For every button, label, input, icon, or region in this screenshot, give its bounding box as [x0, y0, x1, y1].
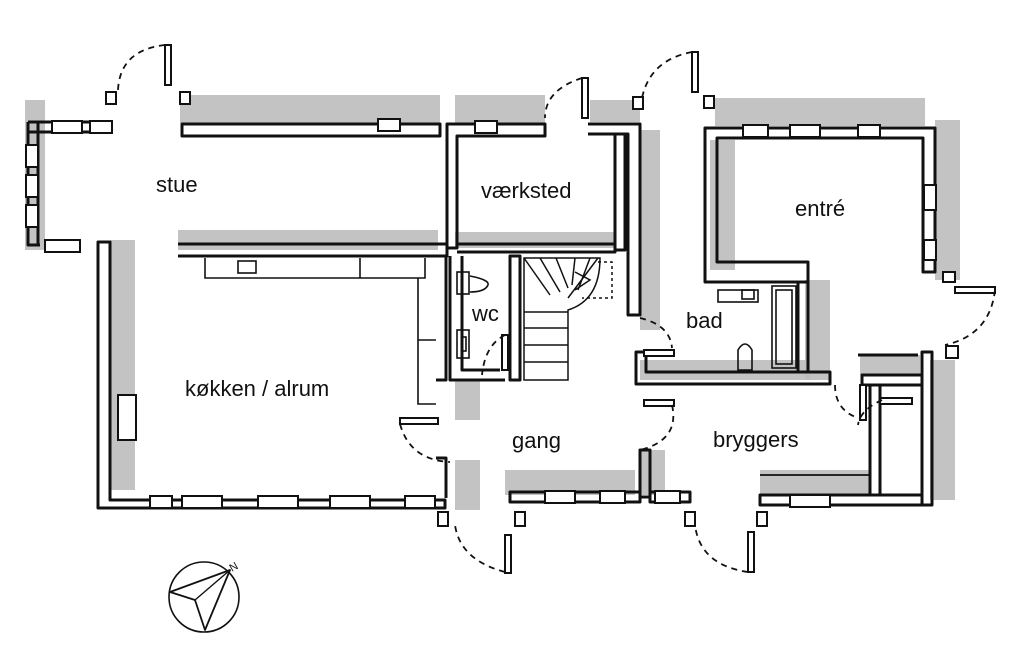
staircase	[523, 257, 613, 381]
room-label-stue: stue	[156, 172, 198, 197]
room-label-wc: wc	[471, 301, 499, 326]
north-arrow-ring	[168, 561, 240, 633]
windows	[25, 118, 937, 509]
room-label-gang: gang	[512, 428, 561, 453]
north-arrow: N	[168, 560, 240, 633]
room-label-vaerksted: værksted	[481, 178, 571, 203]
doors	[105, 44, 996, 574]
room-labels: stue værksted entré wc bad køkken / alru…	[156, 172, 845, 453]
walls	[26, 120, 937, 510]
north-arrow-pointer-icon	[169, 569, 231, 631]
room-label-entre: entré	[795, 196, 845, 221]
room-label-bad: bad	[686, 308, 723, 333]
fixtures	[204, 258, 797, 405]
room-label-koekken: køkken / alrum	[185, 376, 329, 401]
room-label-bryggers: bryggers	[713, 427, 799, 452]
